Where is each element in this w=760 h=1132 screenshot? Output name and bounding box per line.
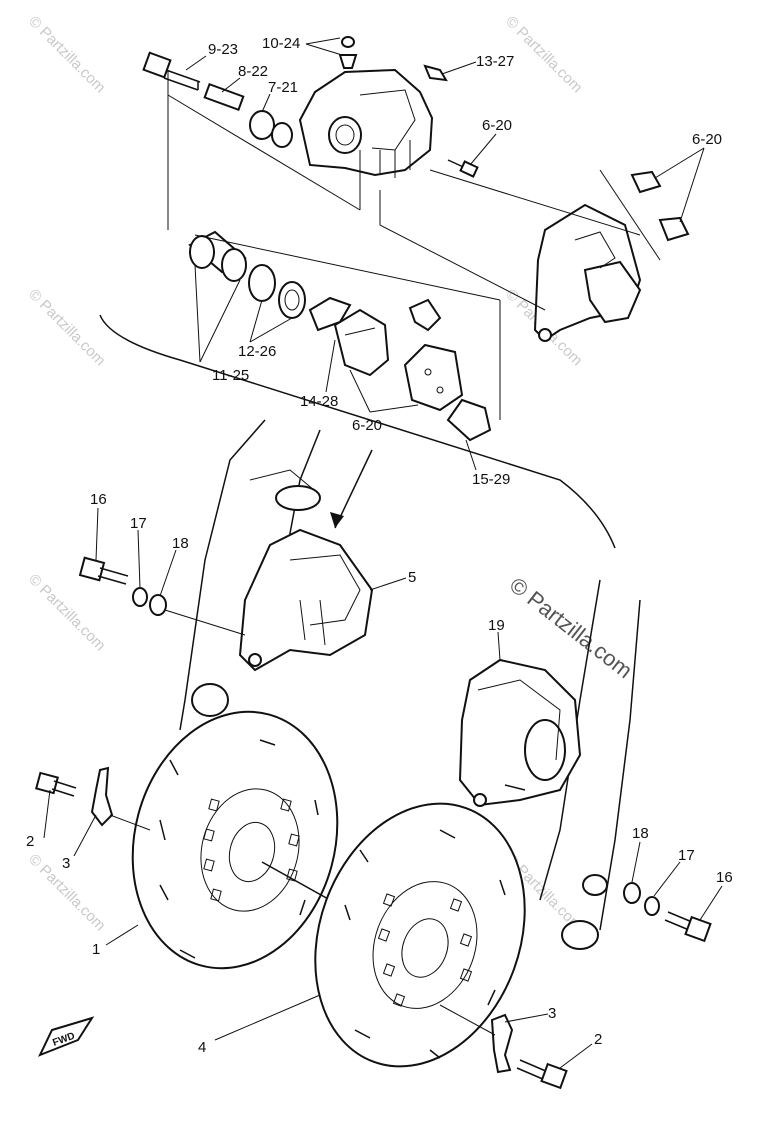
label-14-28: 14-28 bbox=[300, 393, 338, 410]
label-9-23: 9-23 bbox=[208, 41, 238, 58]
leader-lines bbox=[43, 37, 723, 1069]
label-13-27: 13-27 bbox=[476, 53, 514, 70]
watermark: © Partzilla.com bbox=[502, 13, 585, 96]
seal-12-26-icon bbox=[248, 264, 306, 319]
caliper-bracket-icon bbox=[533, 203, 642, 342]
label-17-right: 17 bbox=[678, 847, 695, 864]
washer-17-right-icon bbox=[644, 896, 660, 916]
forward-arrow-icon: FWD bbox=[37, 1016, 95, 1057]
arrow-icon bbox=[330, 449, 373, 529]
label-2-right: 2 bbox=[594, 1031, 602, 1048]
callout-labels: 9-23 10-24 8-22 7-21 13-27 6-20 6-20 12-… bbox=[26, 35, 733, 1056]
clip-13-27-icon bbox=[423, 64, 448, 82]
pad-14-28-icon bbox=[308, 296, 390, 377]
lock-plate-3-right-icon bbox=[490, 1013, 514, 1074]
washer-18-left-icon bbox=[149, 594, 167, 616]
label-6-20-b: 6-20 bbox=[692, 131, 722, 148]
guide-line bbox=[439, 1004, 496, 1036]
pad-pin-pair-icon bbox=[630, 170, 690, 242]
label-11-25: 11-25 bbox=[212, 367, 249, 384]
brake-disc-4-icon bbox=[314, 802, 526, 1068]
label-6-20-a: 6-20 bbox=[482, 117, 512, 134]
assembly-guides bbox=[167, 70, 661, 420]
group-bracket bbox=[99, 314, 616, 549]
label-19: 19 bbox=[488, 617, 505, 634]
label-17-left: 17 bbox=[130, 515, 147, 532]
label-18-left: 18 bbox=[172, 535, 189, 552]
lock-plate-3-left-icon bbox=[90, 766, 114, 827]
label-7-21: 7-21 bbox=[268, 79, 298, 96]
label-5: 5 bbox=[408, 569, 416, 586]
watermark: © Partzilla.com bbox=[25, 13, 108, 96]
sleeve-8-22-icon bbox=[203, 82, 245, 112]
bleed-screw-10-24-icon bbox=[338, 36, 358, 69]
pad-6-20-icon bbox=[403, 298, 464, 412]
label-18-right: 18 bbox=[632, 825, 649, 842]
guide-line bbox=[164, 609, 246, 636]
bolt-9-23-icon bbox=[142, 51, 201, 91]
fork-legs bbox=[179, 419, 641, 950]
caliper-19-icon bbox=[458, 658, 582, 807]
shim-15-29-icon bbox=[446, 398, 492, 442]
bushing-7-21-icon bbox=[249, 110, 293, 148]
label-4: 4 bbox=[198, 1039, 206, 1056]
caliper-5-icon bbox=[238, 528, 374, 672]
piston-11-25-icon bbox=[188, 230, 247, 282]
label-1: 1 bbox=[92, 941, 100, 958]
washer-18-right-icon bbox=[623, 882, 641, 904]
watermark: © Partzilla.com bbox=[25, 571, 108, 654]
label-3-right: 3 bbox=[548, 1005, 556, 1022]
caliper-body-icon bbox=[298, 68, 434, 178]
label-16-left: 16 bbox=[90, 491, 107, 508]
label-15-29: 15-29 bbox=[472, 471, 510, 488]
label-8-22: 8-22 bbox=[238, 63, 268, 80]
label-6-20-c: 6-20 bbox=[352, 417, 382, 434]
pin-6-20-icon bbox=[447, 159, 479, 178]
label-10-24: 10-24 bbox=[262, 35, 300, 52]
caliper-exploded-group bbox=[99, 36, 690, 549]
guide-line bbox=[109, 814, 151, 831]
bolt-16-right-icon bbox=[664, 911, 712, 943]
label-12-26: 12-26 bbox=[238, 343, 276, 360]
label-16-right: 16 bbox=[716, 869, 733, 886]
brake-disc-1-icon bbox=[131, 710, 339, 970]
bolt-16-left-icon bbox=[78, 556, 129, 585]
watermark: © Partzilla.com bbox=[25, 286, 108, 369]
washer-17-left-icon bbox=[132, 587, 148, 607]
label-2-left: 2 bbox=[26, 833, 34, 850]
bolt-2-left-icon bbox=[35, 771, 77, 797]
label-3-left: 3 bbox=[62, 855, 70, 872]
bolt-2-right-icon bbox=[516, 1059, 568, 1090]
